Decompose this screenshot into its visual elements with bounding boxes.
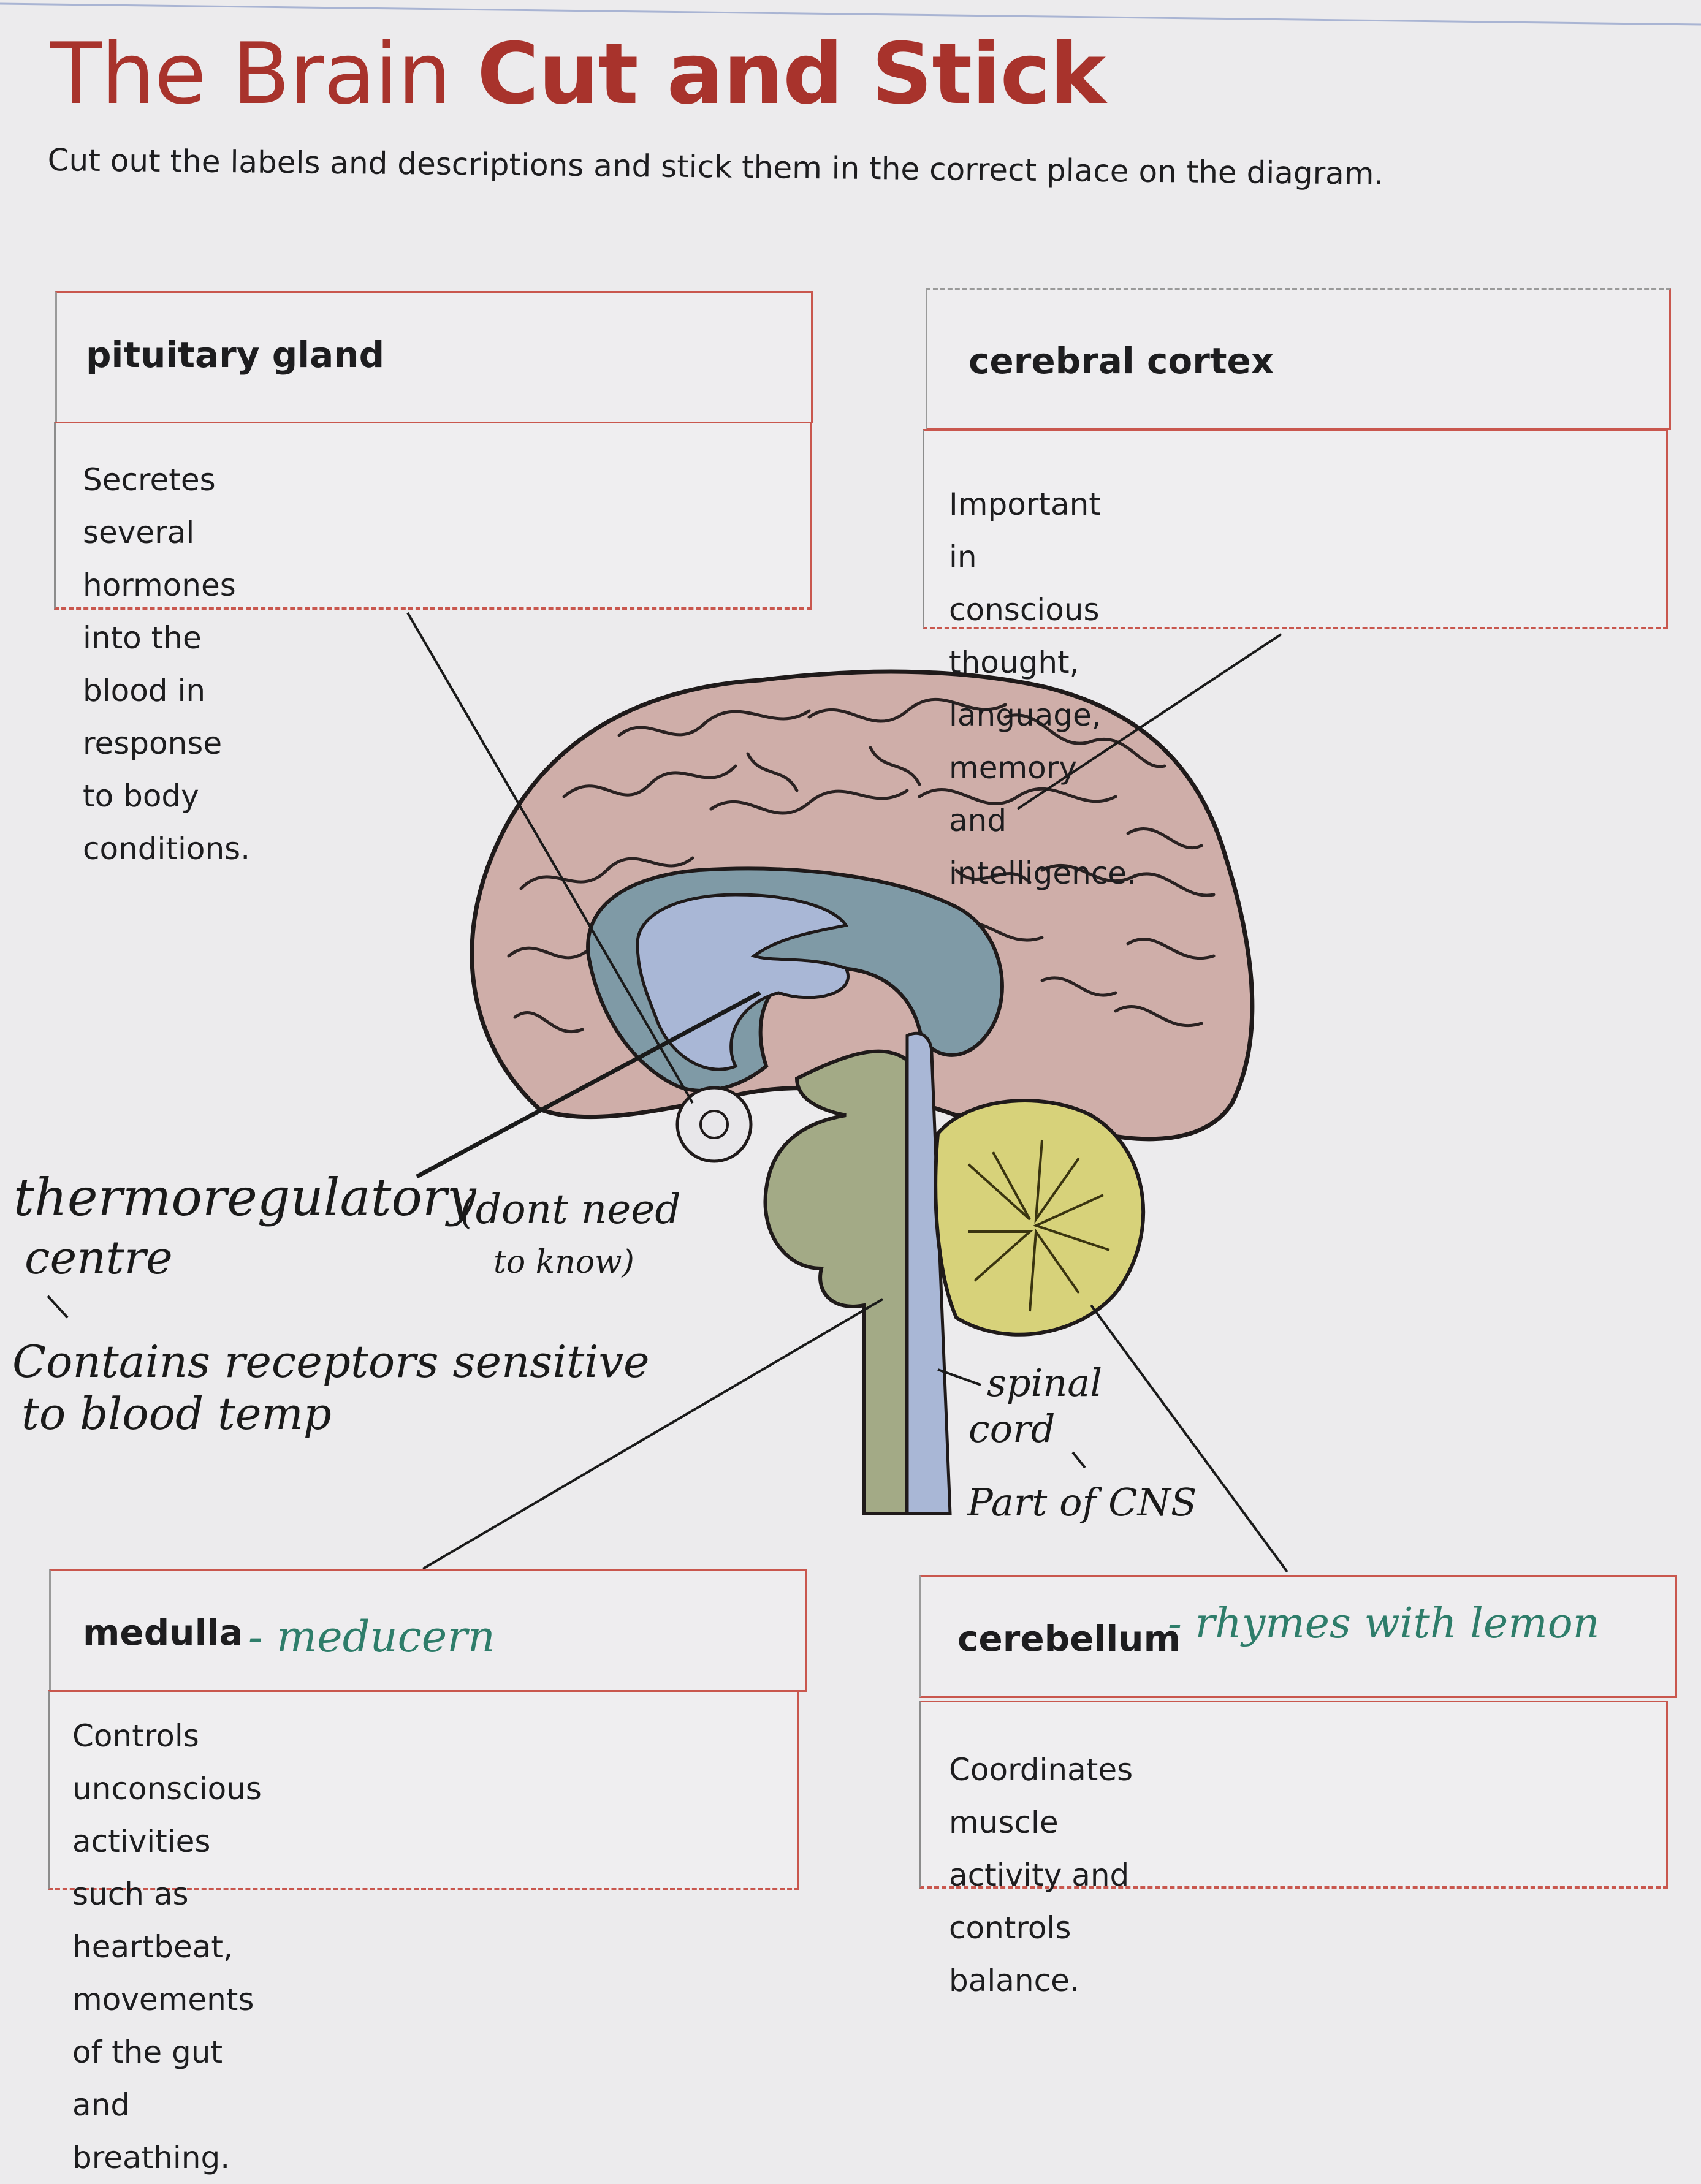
pituitary-label: pituitary gland bbox=[86, 334, 385, 376]
cerebellum-desc-line2: balance. bbox=[949, 1963, 1079, 1998]
medulla-desc-line1: Controls unconscious activities such as bbox=[72, 1718, 262, 1912]
spinal-note-line1: spinal bbox=[987, 1360, 1103, 1405]
page-title: The Brain Cut and Stick bbox=[50, 25, 1106, 123]
cerebellum-label-box[interactable] bbox=[919, 1575, 1677, 1698]
cortex-label-box[interactable] bbox=[926, 288, 1671, 430]
ventricle-shape bbox=[636, 893, 850, 1071]
cerebellum-label: cerebellum bbox=[957, 1618, 1181, 1659]
spinal-cord-shape bbox=[905, 1031, 952, 1515]
spinal-leader bbox=[937, 1368, 981, 1386]
medulla-desc-line2: heartbeat, movements of the gut and bbox=[72, 1929, 254, 2123]
dont-need-note-line1: (dont need bbox=[460, 1186, 681, 1233]
title-bold: Cut and Stick bbox=[477, 25, 1106, 123]
thermo-label-line2: centre bbox=[25, 1232, 173, 1284]
thermo-tick bbox=[47, 1295, 69, 1319]
cortex-desc-line1: Important in conscious thought, language… bbox=[949, 487, 1102, 733]
pituitary-circle bbox=[675, 1086, 753, 1163]
pituitary-inner bbox=[699, 1110, 729, 1139]
cerebellum-desc: Coordinates muscle activity and controls… bbox=[949, 1743, 1133, 2007]
thermo-label-line1: thermoregulatory bbox=[13, 1167, 476, 1227]
medulla-label: medulla bbox=[83, 1612, 243, 1653]
gyri-lines bbox=[507, 698, 1216, 1034]
brain-stem-shape bbox=[763, 1049, 909, 1515]
cortex-desc-box[interactable] bbox=[923, 429, 1668, 629]
cerebellum-note: - rhymes with lemon bbox=[1168, 1599, 1600, 1648]
cerebellum-shape bbox=[934, 1099, 1145, 1337]
pituitary-desc-box[interactable] bbox=[54, 422, 812, 610]
thermo-desc-line1: Contains receptors sensitive bbox=[12, 1336, 650, 1387]
thermo-desc-line2: to blood temp bbox=[21, 1388, 332, 1439]
cerebellum-folds bbox=[967, 1139, 1110, 1312]
title-plain: The Brain bbox=[50, 25, 478, 123]
brain-diagram bbox=[47, 612, 1288, 1573]
cortex-leader bbox=[1016, 633, 1282, 810]
cerebellum-leader bbox=[1090, 1304, 1288, 1573]
medulla-desc-line3: breathing. bbox=[72, 2140, 230, 2175]
medulla-desc: Controls unconscious activities such as … bbox=[72, 1710, 262, 2184]
pituitary-desc-line2: response to body conditions. bbox=[83, 726, 251, 866]
spinal-note-line2: cord bbox=[968, 1406, 1056, 1451]
medulla-note: - meducern bbox=[248, 1612, 495, 1662]
cerebellum-desc-box[interactable] bbox=[919, 1701, 1668, 1889]
cortex-label: cerebral cortex bbox=[968, 340, 1274, 382]
spinal-note-line3: Part of CNS bbox=[967, 1480, 1197, 1525]
cortex-desc-line2: memory and intelligence. bbox=[949, 750, 1136, 891]
medulla-leader bbox=[422, 1298, 884, 1570]
dont-need-note-line2: to know) bbox=[493, 1244, 634, 1281]
medulla-desc-box[interactable] bbox=[48, 1690, 799, 1890]
spinal-tick bbox=[1071, 1451, 1086, 1469]
leader-lines bbox=[47, 612, 1288, 1573]
pituitary-leader bbox=[406, 612, 694, 1104]
cortex-desc: Important in conscious thought, language… bbox=[949, 478, 1136, 900]
thermo-leader bbox=[416, 990, 761, 1179]
pituitary-desc: Secretes several hormones into the blood… bbox=[83, 453, 250, 875]
cerebellum-desc-line1: Coordinates muscle activity and controls bbox=[949, 1752, 1133, 1946]
pituitary-desc-line1: Secretes several hormones into the blood… bbox=[83, 462, 236, 708]
top-edge-line bbox=[0, 2, 1701, 26]
